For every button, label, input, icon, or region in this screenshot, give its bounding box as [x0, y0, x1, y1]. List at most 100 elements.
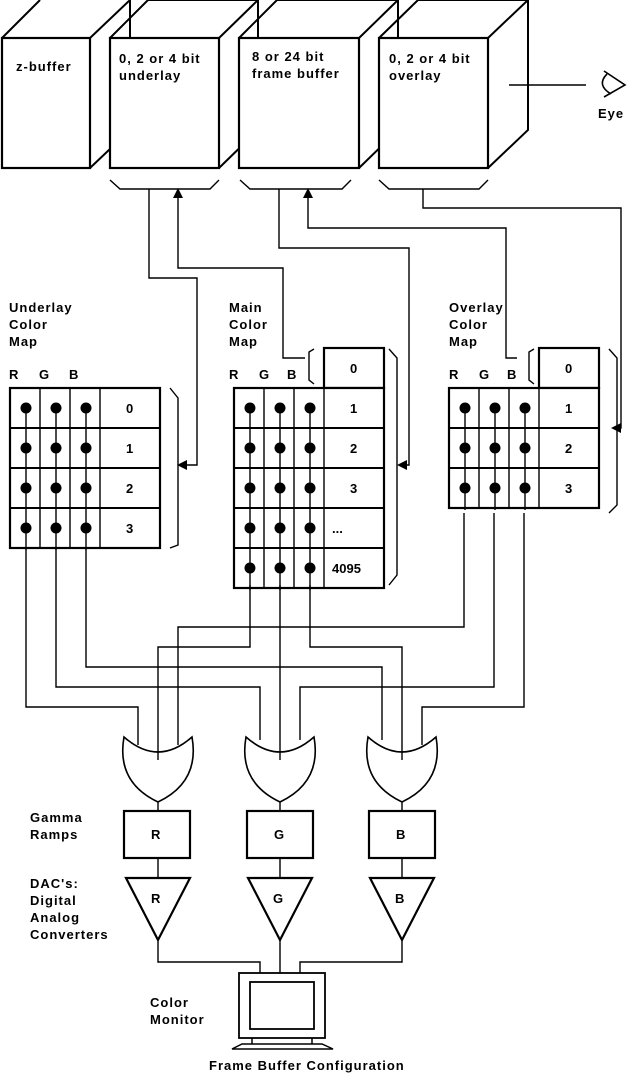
color-value-dot [244, 442, 256, 454]
plane-zbuffer: z-buffer [0, 0, 131, 170]
gamma-channel: G [274, 827, 284, 842]
map-entry-index: 1 [126, 441, 133, 456]
channel-label: B [287, 367, 296, 382]
underlay-map-brace [169, 387, 179, 549]
map-entry-index: 1 [350, 401, 357, 416]
color-value-dot [20, 522, 32, 534]
monitor-label: Monitor [150, 1012, 205, 1027]
map-entry-index: 2 [350, 441, 357, 456]
framebuffer-brace [239, 179, 352, 190]
gamma-channel: B [396, 827, 405, 842]
gamma-ramp-g: G [245, 809, 315, 860]
dac-channel: G [273, 891, 283, 906]
plane-label: frame buffer [252, 66, 340, 81]
color-value-dot [274, 402, 286, 414]
main-map-to-underlay-wire [173, 188, 305, 359]
color-value-dot [304, 562, 316, 574]
color-value-dot [519, 482, 531, 494]
dac-channel: R [151, 891, 161, 906]
channel-label: B [507, 367, 516, 382]
color-value-dot [304, 442, 316, 454]
channel-label: R [9, 367, 19, 382]
gamma-ramp-b: B [367, 809, 437, 860]
color-value-dot [459, 402, 471, 414]
dac-b: B [368, 876, 436, 943]
map-entry-index: 1 [565, 401, 572, 416]
color-value-dot [244, 482, 256, 494]
map-title: Main [229, 300, 263, 315]
color-value-dot [50, 482, 62, 494]
color-value-dot [20, 482, 32, 494]
color-value-dot [489, 482, 501, 494]
map-entry-cell [537, 346, 601, 390]
overlay-map-brace [608, 348, 618, 514]
monitor-label: Color [150, 995, 189, 1010]
overlay-map-to-framebuffer-wire [303, 188, 517, 359]
map-entry-index: 0 [565, 361, 572, 376]
gamma-ramp-r: R [122, 809, 192, 860]
channel-label: G [259, 367, 269, 382]
eye-icon [601, 70, 627, 98]
channel-label: B [69, 367, 78, 382]
or-gate-b [366, 735, 438, 803]
color-value-dot [244, 402, 256, 414]
diagram-title: Frame Buffer Configuration [209, 1058, 405, 1073]
dac-label: DAC's: [30, 876, 79, 891]
color-value-dot [244, 562, 256, 574]
dac-g: G [246, 876, 314, 943]
map-entry-index: 0 [126, 401, 133, 416]
map-entry-index: 3 [565, 481, 572, 496]
map-title: Color [229, 317, 268, 332]
dac-r: R [124, 876, 192, 943]
underlay-brace [109, 179, 220, 190]
color-value-dot [80, 522, 92, 534]
color-value-dot [459, 482, 471, 494]
channel-label: R [449, 367, 459, 382]
overlay-brace [378, 179, 489, 190]
color-value-dot [20, 402, 32, 414]
plane-label: overlay [389, 68, 442, 83]
plane-label: 8 or 24 bit [252, 49, 324, 64]
color-value-dot [244, 522, 256, 534]
color-value-dot [304, 402, 316, 414]
color-value-dot [489, 402, 501, 414]
map-entry-index: 2 [565, 441, 572, 456]
color-value-dot [50, 522, 62, 534]
color-value-dot [50, 402, 62, 414]
map-entry-index: ... [332, 521, 343, 536]
map-title: Map [449, 334, 478, 349]
main-map-entry0-brace [308, 348, 315, 385]
channel-label: R [229, 367, 239, 382]
color-value-dot [274, 482, 286, 494]
channel-wiring [25, 513, 525, 760]
map-entry-index: 0 [350, 361, 357, 376]
plane-label: z-buffer [16, 59, 72, 74]
channel-label: G [479, 367, 489, 382]
map-entry-index: 3 [126, 521, 133, 536]
color-value-dot [50, 442, 62, 454]
color-value-dot [519, 402, 531, 414]
map-entry-index: 2 [126, 481, 133, 496]
plane-underlay: 0, 2 or 4 bit underlay [108, 0, 259, 170]
color-value-dot [519, 442, 531, 454]
map-title: Color [449, 317, 488, 332]
overlay-plane-to-map-wire [422, 189, 622, 433]
plane-label: underlay [119, 68, 181, 83]
main-map-brace [388, 348, 398, 586]
or-gate-g [244, 735, 316, 803]
monitor-icon [231, 972, 334, 1050]
plane-overlay: 0, 2 or 4 bit overlay [377, 0, 529, 170]
map-entry-index: 3 [350, 481, 357, 496]
color-value-dot [20, 442, 32, 454]
gamma-channel: R [151, 827, 161, 842]
color-value-dot [489, 442, 501, 454]
dac-channel: B [395, 891, 404, 906]
color-value-dot [274, 522, 286, 534]
eye-label: Eye [598, 106, 624, 121]
map-title: Color [9, 317, 48, 332]
color-value-dot [80, 482, 92, 494]
